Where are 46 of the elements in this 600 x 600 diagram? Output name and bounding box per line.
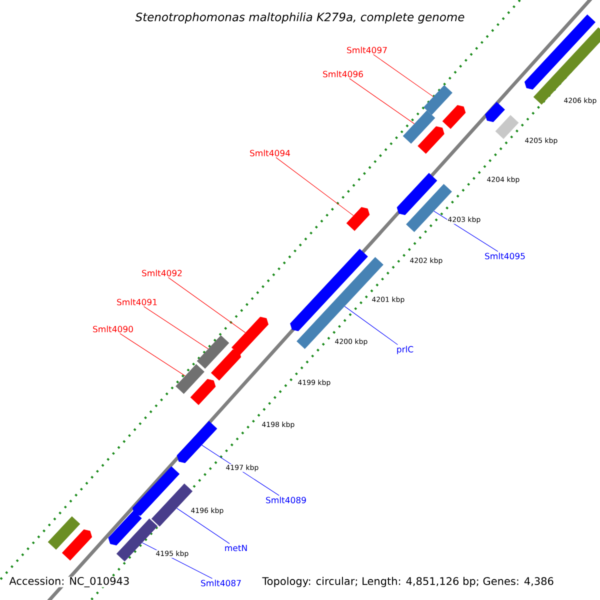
leader-line xyxy=(344,306,398,345)
gene-block xyxy=(108,510,142,546)
leader-line xyxy=(144,306,208,350)
gene-block xyxy=(533,27,600,105)
gene-block xyxy=(485,102,505,122)
gene-block xyxy=(396,172,438,216)
gene-label: Smlt4097 xyxy=(347,46,387,54)
gene-block xyxy=(210,349,242,381)
gene-block xyxy=(346,207,370,231)
gene-label: Smlt4096 xyxy=(323,70,363,78)
gene-block xyxy=(524,14,596,90)
gene-block xyxy=(151,484,193,527)
leader-line xyxy=(434,210,498,252)
gene-block xyxy=(418,126,444,154)
leader-line xyxy=(373,54,434,97)
gene-block xyxy=(176,420,218,464)
gene-label: Smlt4095 xyxy=(485,252,525,260)
gene-label: metN xyxy=(225,544,247,552)
gene-label: Smlt4087 xyxy=(201,580,241,586)
gene-label: Smlt4092 xyxy=(142,270,182,276)
gene-block xyxy=(132,466,180,516)
gene-label: prlC xyxy=(397,346,414,354)
gene-block xyxy=(196,335,230,369)
gene-block xyxy=(290,248,368,332)
leader-line xyxy=(276,157,354,216)
leader-line xyxy=(120,333,186,376)
gene-block xyxy=(442,105,466,129)
leader-line xyxy=(349,78,415,124)
gene-label: Smlt4089 xyxy=(266,496,306,504)
footer-text: Accession: NC_010943 xyxy=(9,576,130,588)
gene-label: Smlt4094 xyxy=(250,150,290,156)
gene-block xyxy=(48,516,80,550)
gene-block xyxy=(402,110,436,144)
gene-label: Smlt4090 xyxy=(93,326,133,332)
leader-line xyxy=(168,277,246,333)
gene-block xyxy=(190,378,216,406)
gene-block xyxy=(232,316,268,356)
gene-block xyxy=(424,85,452,115)
footer-text: Topology: circular; Length: 4,851,126 bp; Genes: 4,386 xyxy=(262,576,554,588)
gene-block xyxy=(495,115,519,139)
gene-block xyxy=(176,364,204,394)
gene-label: Smlt4091 xyxy=(117,298,157,306)
gene-block xyxy=(62,529,92,561)
gene-block xyxy=(116,518,158,562)
title: Stenotrophomonas maltophilia K279a, complete genome xyxy=(135,12,464,24)
leader-line xyxy=(176,508,230,544)
